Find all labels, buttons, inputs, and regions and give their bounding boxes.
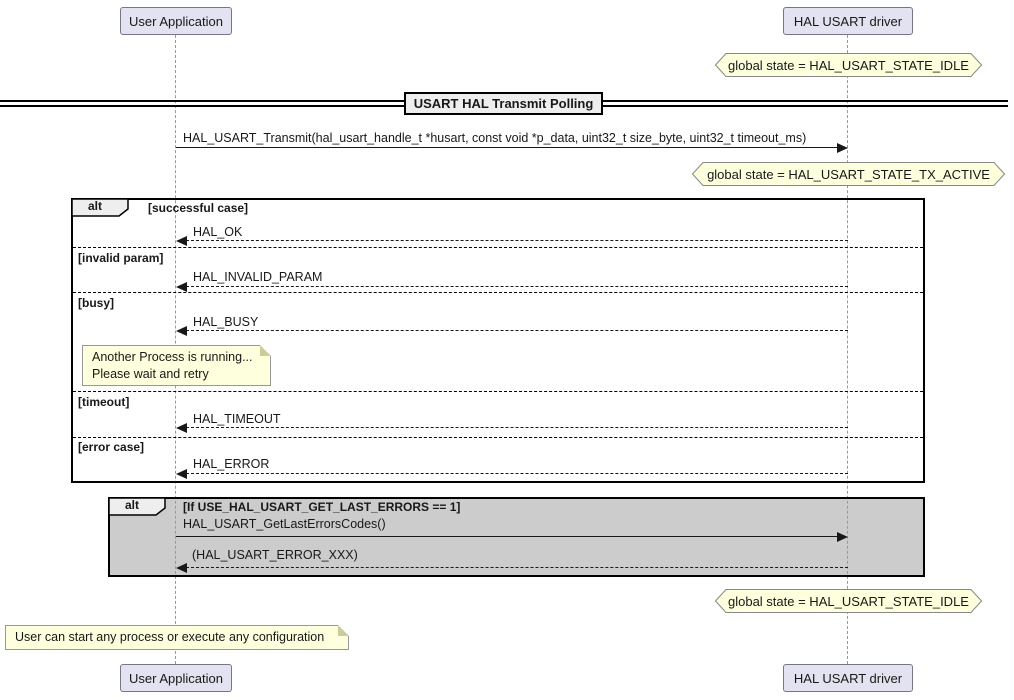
alt1-guard-successful-case: [successful case] [148, 201, 249, 215]
message-last-error-return-label: (HAL_USART_ERROR_XXX) [192, 548, 358, 562]
participant-label: User Application [129, 670, 223, 686]
note-fold-icon [260, 345, 271, 356]
arrowhead-left-icon [176, 423, 187, 433]
state-hexagon-idle-top: global state = HAL_USART_STATE_IDLE [715, 53, 982, 77]
arrowhead-left-icon [176, 326, 187, 336]
message-hal-error-label: HAL_ERROR [193, 457, 270, 471]
alt1-keyword-pentagon: alt [71, 198, 129, 217]
note-fold-icon [338, 625, 349, 636]
message-hal-ok-label: HAL_OK [193, 225, 243, 239]
alt1-divider-1 [73, 247, 923, 248]
participant-label: User Application [129, 13, 223, 29]
alt1-guard-error-case: [error case] [78, 440, 145, 454]
alt2-background [108, 497, 925, 577]
alt1-divider-3 [73, 391, 923, 392]
message-hal-timeout-label: HAL_TIMEOUT [193, 412, 281, 426]
message-get-last-errors-label: HAL_USART_GetLastErrorsCodes() [183, 517, 386, 531]
alt2-guard: [If USE_HAL_USART_GET_LAST_ERRORS == 1] [183, 500, 461, 514]
note-bottom-text: User can start any process or execute an… [15, 630, 325, 644]
arrowhead-left-icon [176, 563, 187, 573]
hexagon-shape [692, 162, 1005, 186]
hexagon-shape [715, 589, 982, 613]
pentagon-shape [71, 198, 129, 217]
participant-label: HAL USART driver [793, 13, 903, 29]
participant-hal-usart-driver-bottom: HAL USART driver [783, 664, 913, 692]
alt2-keyword: alt [124, 498, 139, 512]
alt1-frame [71, 198, 925, 483]
arrowhead-right-icon [837, 143, 848, 153]
message-last-error-return-line [186, 567, 848, 568]
alt1-divider-4 [73, 437, 923, 438]
message-hal-error-line [186, 473, 848, 474]
arrowhead-left-icon [176, 469, 187, 479]
message-hal-invalid-param-line [186, 286, 848, 287]
message-hal-invalid-param-label: HAL_INVALID_PARAM [193, 270, 323, 284]
alt1-guard-busy: [busy] [78, 296, 114, 310]
message-hal-busy-line [186, 330, 848, 331]
message-hal-busy-label: HAL_BUSY [193, 315, 259, 329]
alt2-frame [108, 497, 925, 577]
message-hal-timeout-line [186, 427, 848, 428]
participant-user-application-bottom: User Application [120, 664, 232, 692]
state-label: global state = HAL_USART_STATE_IDLE [728, 593, 969, 609]
message-transmit-label: HAL_USART_Transmit(hal_usart_handle_t *h… [183, 131, 807, 145]
note-bottom: User can start any process or execute an… [5, 625, 349, 650]
arrowhead-left-icon [176, 282, 187, 292]
note-busy-line2: Please wait and retry [92, 367, 209, 381]
alt1-guard-invalid-param: [invalid param] [78, 251, 164, 265]
participant-user-application-top: User Application [120, 7, 232, 35]
diagram-title: USART HAL Transmit Polling [404, 92, 603, 115]
arrowhead-right-icon [837, 532, 848, 542]
lifeline-hal-usart-driver [847, 35, 848, 664]
message-get-last-errors-line [176, 536, 838, 537]
note-busy: Another Process is running... Please wai… [82, 345, 271, 386]
state-hexagon-idle-bottom: global state = HAL_USART_STATE_IDLE [715, 589, 982, 613]
state-label: global state = HAL_USART_STATE_IDLE [728, 57, 969, 73]
arrowhead-left-icon [176, 236, 187, 246]
diagram-title-label: USART HAL Transmit Polling [413, 96, 594, 111]
alt1-keyword: alt [87, 199, 102, 213]
alt2-keyword-pentagon: alt [108, 497, 166, 516]
participant-label: HAL USART driver [793, 670, 903, 686]
alt1-divider-2 [73, 292, 923, 293]
message-hal-ok-line [186, 240, 848, 241]
alt1-guard-timeout: [timeout] [78, 395, 130, 409]
state-label: global state = HAL_USART_STATE_TX_ACTIVE [707, 166, 990, 182]
pentagon-shape [108, 497, 166, 516]
participant-hal-usart-driver-top: HAL USART driver [783, 7, 913, 35]
hexagon-shape [715, 53, 982, 77]
state-hexagon-tx-active: global state = HAL_USART_STATE_TX_ACTIVE [692, 162, 1005, 186]
note-busy-line1: Another Process is running... [92, 350, 253, 364]
message-transmit-line [176, 147, 838, 148]
